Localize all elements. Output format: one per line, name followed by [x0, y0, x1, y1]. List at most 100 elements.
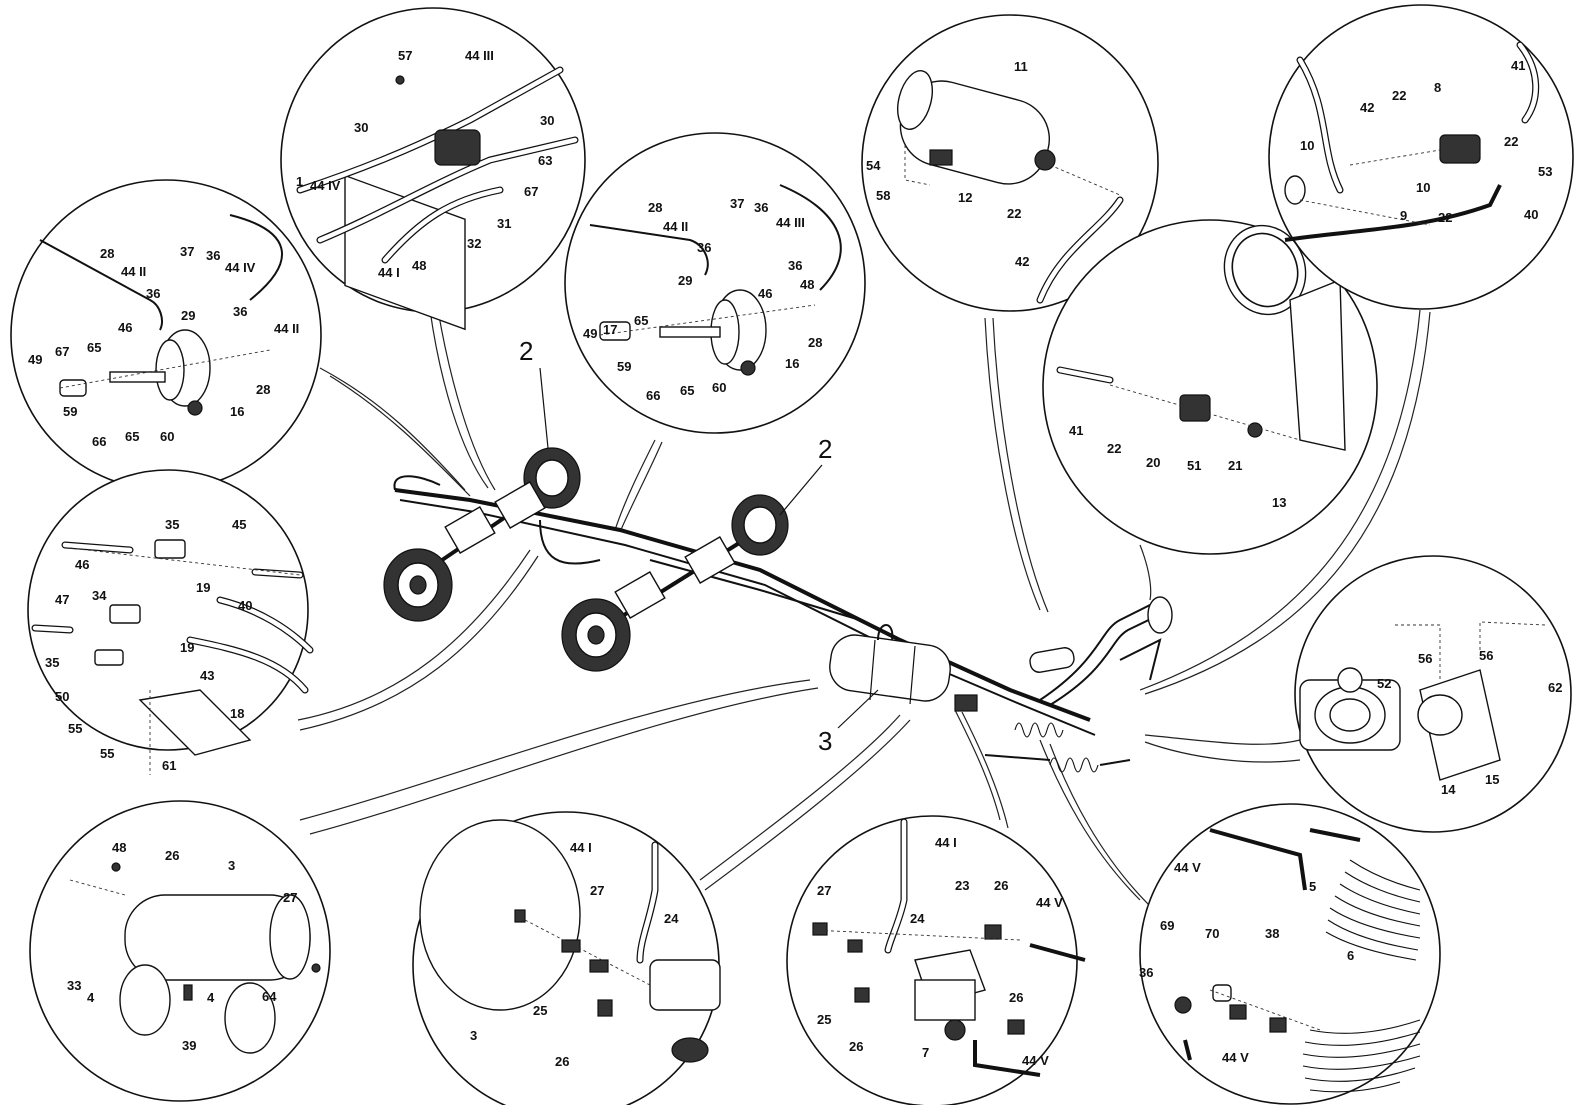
detail-view-filter [861, 14, 1159, 312]
callout-label-brake-chamber-middle: 16 [785, 356, 799, 371]
callout-label-tee-fittings: 34 [92, 588, 107, 603]
callout-label-chain-and-hoses: 9 [1400, 208, 1407, 223]
callout-label-brake-chamber-middle: 36 [754, 200, 768, 215]
callout-label-air-tank: 48 [112, 840, 126, 855]
callout-label-air-tank: 33 [67, 978, 81, 993]
callout-label-chain-and-hoses: 40 [1524, 207, 1538, 222]
callout-label-coupling-head-bracket: 22 [1107, 441, 1121, 456]
callout-label-filter: 58 [876, 188, 890, 203]
callout-label-brake-chamber-middle: 65 [634, 313, 648, 328]
detail-view-air-tank [29, 800, 331, 1102]
callout-label-brake-chamber-left: 59 [63, 404, 77, 419]
spiral-hose-coil-lower [1302, 1019, 1421, 1093]
spiral-coupling-hoses [984, 722, 1131, 773]
callout-label-spiral-hoses: 44 V [1174, 860, 1201, 875]
callout-label-coupling-heads: 56 [1418, 651, 1432, 666]
callout-label-spiral-hoses: 44 V [1222, 1050, 1249, 1065]
callout-label-air-tank: 39 [182, 1038, 196, 1053]
detail-view-brake-chamber-middle [564, 132, 866, 434]
detail-view-spiral-hoses [1139, 803, 1441, 1105]
callout-label-chain-and-hoses: 22 [1392, 88, 1406, 103]
callout-label-tee-fittings: 19 [196, 580, 210, 595]
callout-label-brake-chamber-middle: 36 [788, 258, 802, 273]
spiral-hose-coil-upper [1325, 859, 1421, 961]
callout-label-tee-fittings: 50 [55, 689, 69, 704]
air-tank-main [829, 624, 951, 705]
callout-label-brake-valve-top: 63 [538, 153, 552, 168]
callout-label-air-tank: 26 [165, 848, 179, 863]
callout-label-tee-fittings: 43 [200, 668, 214, 683]
callout-label-chain-and-hoses: 8 [1434, 80, 1441, 95]
callout-label-relay-valve: 44 V [1022, 1053, 1049, 1068]
callout-label-brake-chamber-left: 65 [87, 340, 101, 355]
callout-label-brake-valve-top: 44 I [378, 265, 400, 280]
callout-label-brake-chamber-left: 44 II [274, 321, 299, 336]
assembly-label: 2 [519, 336, 533, 366]
callout-label-tee-fittings: 47 [55, 592, 69, 607]
callout-label-brake-valve-top: 30 [540, 113, 554, 128]
wheel-hub-front-right [523, 447, 581, 509]
callout-label-brake-chamber-middle: 49 [583, 326, 597, 341]
callout-label-brake-valve-top: 32 [467, 236, 481, 251]
callout-label-tee-fittings: 35 [165, 517, 179, 532]
callout-label-brake-chamber-left: 65 [125, 429, 139, 444]
callout-label-brake-chamber-middle: 66 [646, 388, 660, 403]
trailer-chassis-assembly [383, 447, 1173, 773]
callout-label-relay-valve: 26 [994, 878, 1008, 893]
callout-label-chain-and-hoses: 53 [1538, 164, 1552, 179]
callout-label-brake-chamber-middle: 60 [712, 380, 726, 395]
detail-view-brake-chamber-left [10, 179, 322, 491]
main-reference-labels: 2 2 3 [519, 336, 879, 756]
callout-label-tee-fittings: 45 [232, 517, 246, 532]
callout-label-chain-and-hoses: 10 [1416, 180, 1430, 195]
callout-label-brake-chamber-left: 36 [233, 304, 247, 319]
callout-label-coupling-head-bracket: 51 [1187, 458, 1201, 473]
callout-label-brake-valve-top: 44 III [465, 48, 494, 63]
assembly-label: 2 [818, 434, 832, 464]
callout-label-brake-valve-top: 44 IV [310, 178, 341, 193]
callout-label-tee-fittings: 55 [68, 721, 82, 736]
callout-label-tank-outlet: 3 [470, 1028, 477, 1043]
callout-label-brake-valve-top: 57 [398, 48, 412, 63]
callout-label-relay-valve: 24 [910, 911, 925, 926]
callout-label-brake-chamber-middle: 48 [800, 277, 814, 292]
callout-label-filter: 22 [1007, 206, 1021, 221]
callout-label-brake-chamber-left: 29 [181, 308, 195, 323]
callout-label-brake-valve-top: 31 [497, 216, 511, 231]
callout-label-chain-and-hoses: 22 [1504, 134, 1518, 149]
callout-label-filter: 11 [1014, 59, 1028, 74]
callout-label-tank-outlet: 26 [555, 1054, 569, 1069]
callout-label-spiral-hoses: 36 [1139, 965, 1153, 980]
detail-view-tank-outlet [412, 811, 721, 1105]
callout-label-brake-chamber-left: 16 [230, 404, 244, 419]
callout-label-tank-outlet: 44 I [570, 840, 592, 855]
callout-label-coupling-head-bracket: 21 [1228, 458, 1242, 473]
callout-label-brake-chamber-left: 66 [92, 434, 106, 449]
wheel-hub-front-left [383, 548, 453, 622]
callout-label-relay-valve: 25 [817, 1012, 831, 1027]
callout-label-spiral-hoses: 38 [1265, 926, 1279, 941]
detail-view-brake-valve-top [280, 7, 586, 331]
callout-label-filter: 54 [866, 158, 881, 173]
callout-label-brake-chamber-left: 60 [160, 429, 174, 444]
callout-label-coupling-heads: 52 [1377, 676, 1391, 691]
callout-label-brake-chamber-middle: 28 [808, 335, 822, 350]
callout-label-coupling-heads: 62 [1548, 680, 1562, 695]
callout-label-spiral-hoses: 6 [1347, 948, 1354, 963]
callout-label-brake-chamber-middle: 59 [617, 359, 631, 374]
callout-label-brake-chamber-left: 49 [28, 352, 42, 367]
callout-label-brake-chamber-middle: 44 III [776, 215, 805, 230]
callout-label-brake-chamber-left: 36 [146, 286, 160, 301]
callout-label-brake-valve-top: 48 [412, 258, 426, 273]
callout-label-brake-chamber-middle: 29 [678, 273, 692, 288]
callout-label-brake-chamber-middle: 44 II [663, 219, 688, 234]
callout-label-coupling-head-bracket: 13 [1272, 495, 1286, 510]
callout-label-brake-chamber-left: 36 [206, 248, 220, 263]
callout-label-tank-outlet: 25 [533, 1003, 547, 1018]
callout-label-coupling-heads: 14 [1441, 782, 1456, 797]
callout-label-coupling-heads: 15 [1485, 772, 1499, 787]
callout-label-air-tank: 4 [207, 990, 215, 1005]
callout-label-relay-valve: 44 I [935, 835, 957, 850]
